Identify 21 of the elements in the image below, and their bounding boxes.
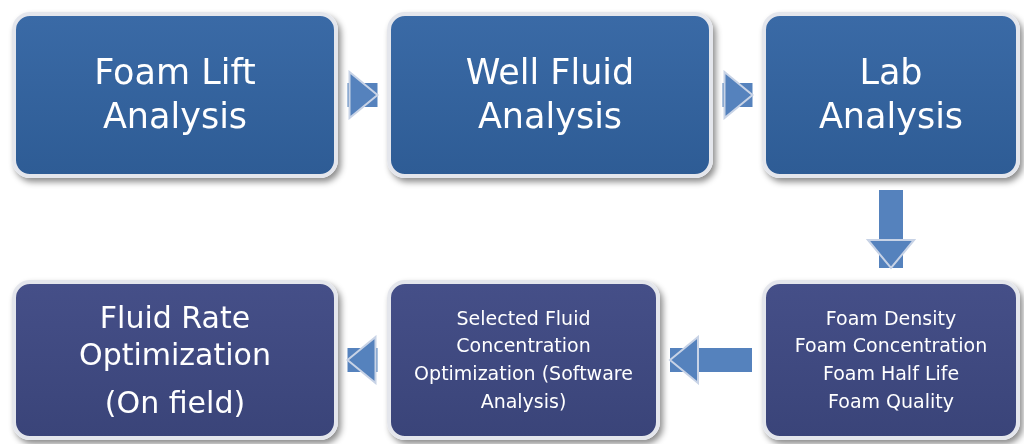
block-arrow — [346, 336, 378, 384]
process-box — [762, 12, 1020, 178]
box-text: Foam Half Life — [822, 361, 960, 386]
box-text: Foam Quality — [828, 388, 954, 414]
box-text: (On field) — [104, 383, 246, 422]
box-text: Lab Analysis — [817, 51, 965, 138]
box-text: Fluid Rate Optimization — [78, 298, 272, 374]
box-text: Well Fluid Analysis — [464, 51, 636, 138]
box-text: Selected Fluid Concentration Optimization (Software Analysis) — [413, 305, 634, 414]
block-arrow — [669, 336, 752, 384]
process-box — [12, 280, 338, 440]
process-box — [387, 280, 660, 440]
block-arrow — [722, 71, 754, 119]
process-box — [387, 12, 713, 178]
block-arrow — [347, 71, 379, 119]
block-arrow — [867, 190, 915, 269]
box-text: Foam Concentration — [794, 333, 988, 359]
process-box — [12, 12, 338, 178]
box-text: Foam Density — [825, 305, 957, 331]
process-box — [762, 280, 1020, 440]
box-text: Foam Lift Analysis — [93, 51, 257, 138]
